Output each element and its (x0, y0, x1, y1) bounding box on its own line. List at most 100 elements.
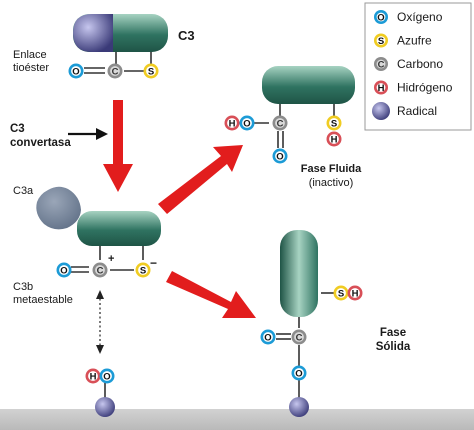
sulfur-atom-core (146, 66, 156, 76)
solid-phase-label-line2: Sólida (376, 341, 411, 353)
carbon-atom-symbol: C (277, 118, 284, 129)
sulfur-atom-core (376, 36, 386, 45)
legend-label-hydrogen: Hidrógeno (397, 81, 453, 95)
sulfur-atom-core (336, 288, 346, 298)
sulfur-atom-core (329, 118, 339, 128)
carbon-atom-symbol: C (296, 332, 303, 343)
carbon-atom-core (376, 59, 386, 69)
legend-label-radical: Radical (397, 104, 437, 118)
hydrogen-atom-symbol: H (90, 371, 97, 382)
fluid-thiol-hydrogen: H (326, 131, 342, 147)
thioester-label-line2: tioéster (13, 62, 49, 74)
carbon-atom-symbol: C (378, 59, 385, 70)
hydrogen-atom-symbol: H (352, 288, 359, 299)
solid-phase-label-line1: Fase (380, 327, 406, 339)
sulfur-atom-symbol: S (331, 118, 337, 129)
c3-radical-domain (73, 14, 113, 52)
oxygen-atom-symbol: O (276, 151, 283, 162)
solid-phase-protein (280, 230, 318, 317)
hydrogen-atom-core (88, 371, 98, 381)
oxygen-atom-core (275, 151, 285, 161)
solid-phase-arrow (166, 271, 256, 318)
oxygen-atom-core (294, 368, 304, 378)
surface-hydroxyl-hydrogen: H (85, 368, 101, 384)
legend-item-hydrogen: H Hidrógeno (374, 80, 453, 95)
carbon-atom-core (294, 332, 304, 342)
oxygen-atom-core (376, 12, 386, 22)
legend-label-sulfur: Azufre (397, 34, 432, 48)
c3-thioester-carbon: C (107, 63, 123, 79)
fluid-phase-label-line1: Fase Fluida (301, 163, 362, 175)
fluid-carbonyl-oxygen: O (272, 148, 288, 164)
fluid-phase-label-line2: (inactivo) (309, 177, 354, 189)
proximity-dotted-arrow (96, 290, 104, 354)
hydrogen-atom-symbol: H (229, 118, 236, 129)
convertase-arrow (68, 128, 108, 140)
c3-title: C3 (178, 28, 195, 43)
oxygen-atom-core (242, 118, 252, 128)
oxygen-atom-symbol: O (103, 371, 110, 382)
c3-thioester-oxygen: O (68, 63, 84, 79)
c3b-sulfur: S (135, 262, 151, 278)
c3b-carbon: C (92, 262, 108, 278)
carbon-atom-core (275, 118, 285, 128)
hydrogen-legend-swatch: H (374, 80, 388, 95)
hydrogen-atom-core (329, 134, 339, 144)
carbon-atom-symbol: C (97, 265, 104, 276)
radical-swatch (372, 102, 390, 120)
surface-hydroxyl-oxygen: O (99, 368, 115, 384)
carbon-atom-core (95, 265, 105, 275)
oxygen-atom-core (59, 265, 69, 275)
legend-label-carbon: Carbono (397, 57, 443, 71)
oxygen-atom-symbol: O (60, 265, 67, 276)
fluid-phase-arrow (158, 145, 243, 214)
hydrogen-atom-core (350, 288, 360, 298)
sulfur-atom-symbol: S (140, 265, 146, 276)
oxygen-atom-symbol: O (295, 368, 302, 379)
legend-item-sulfur: S Azufre (374, 33, 432, 48)
hydrogen-atom-symbol: H (378, 83, 385, 94)
sulfur-legend-swatch: S (374, 33, 388, 48)
convertase-label-line2: convertasa (10, 137, 71, 149)
legend-item-radical: Radical (372, 102, 437, 120)
oxygen-atom-core (71, 66, 81, 76)
oxygen-atom-symbol: O (72, 66, 79, 77)
thioester-label-line1: Enlace (13, 49, 47, 61)
sulfur-atom-core (138, 265, 148, 275)
cell-surface (0, 409, 474, 430)
c3b-carbonyl-oxygen: O (56, 262, 72, 278)
solid-ester-oxygen: O (291, 365, 307, 381)
sulfur-atom-symbol: S (378, 36, 384, 47)
sulfur-negative-charge: − (150, 256, 157, 270)
solid-thiol-hydrogen: H (347, 285, 363, 301)
fluid-thiol-sulfur: S (326, 115, 342, 131)
surface-radical-left (95, 397, 115, 417)
oxygen-atom-core (263, 332, 273, 342)
oxygen-atom-symbol: O (243, 118, 250, 129)
fluid-phase-protein (262, 66, 355, 104)
surface-radical-right (289, 397, 309, 417)
c3b-label-line1: C3b (13, 281, 33, 293)
carbon-positive-charge: + (108, 253, 114, 265)
sulfur-atom-symbol: S (148, 66, 154, 77)
c3b-label-line2: metaestable (13, 294, 73, 306)
solid-thiol-sulfur: S (333, 285, 349, 301)
oxygen-atom-symbol: O (377, 12, 384, 23)
fluid-hydroxyl-hydrogen: H (224, 115, 240, 131)
legend-item-oxygen: O Oxígeno (374, 10, 443, 24)
carbon-atom-core (110, 66, 120, 76)
legend-label-oxygen: Oxígeno (397, 10, 443, 24)
hydrogen-atom-core (227, 118, 237, 128)
fluid-carbon: C (272, 115, 288, 131)
oxygen-legend-swatch: O (374, 10, 388, 24)
c3a-fragment (36, 186, 81, 230)
c3-thioester-sulfur: S (143, 63, 159, 79)
sulfur-atom-symbol: S (338, 288, 344, 299)
oxygen-atom-core (102, 371, 112, 381)
carbon-legend-swatch: C (374, 57, 388, 71)
cleavage-arrow (103, 100, 133, 192)
